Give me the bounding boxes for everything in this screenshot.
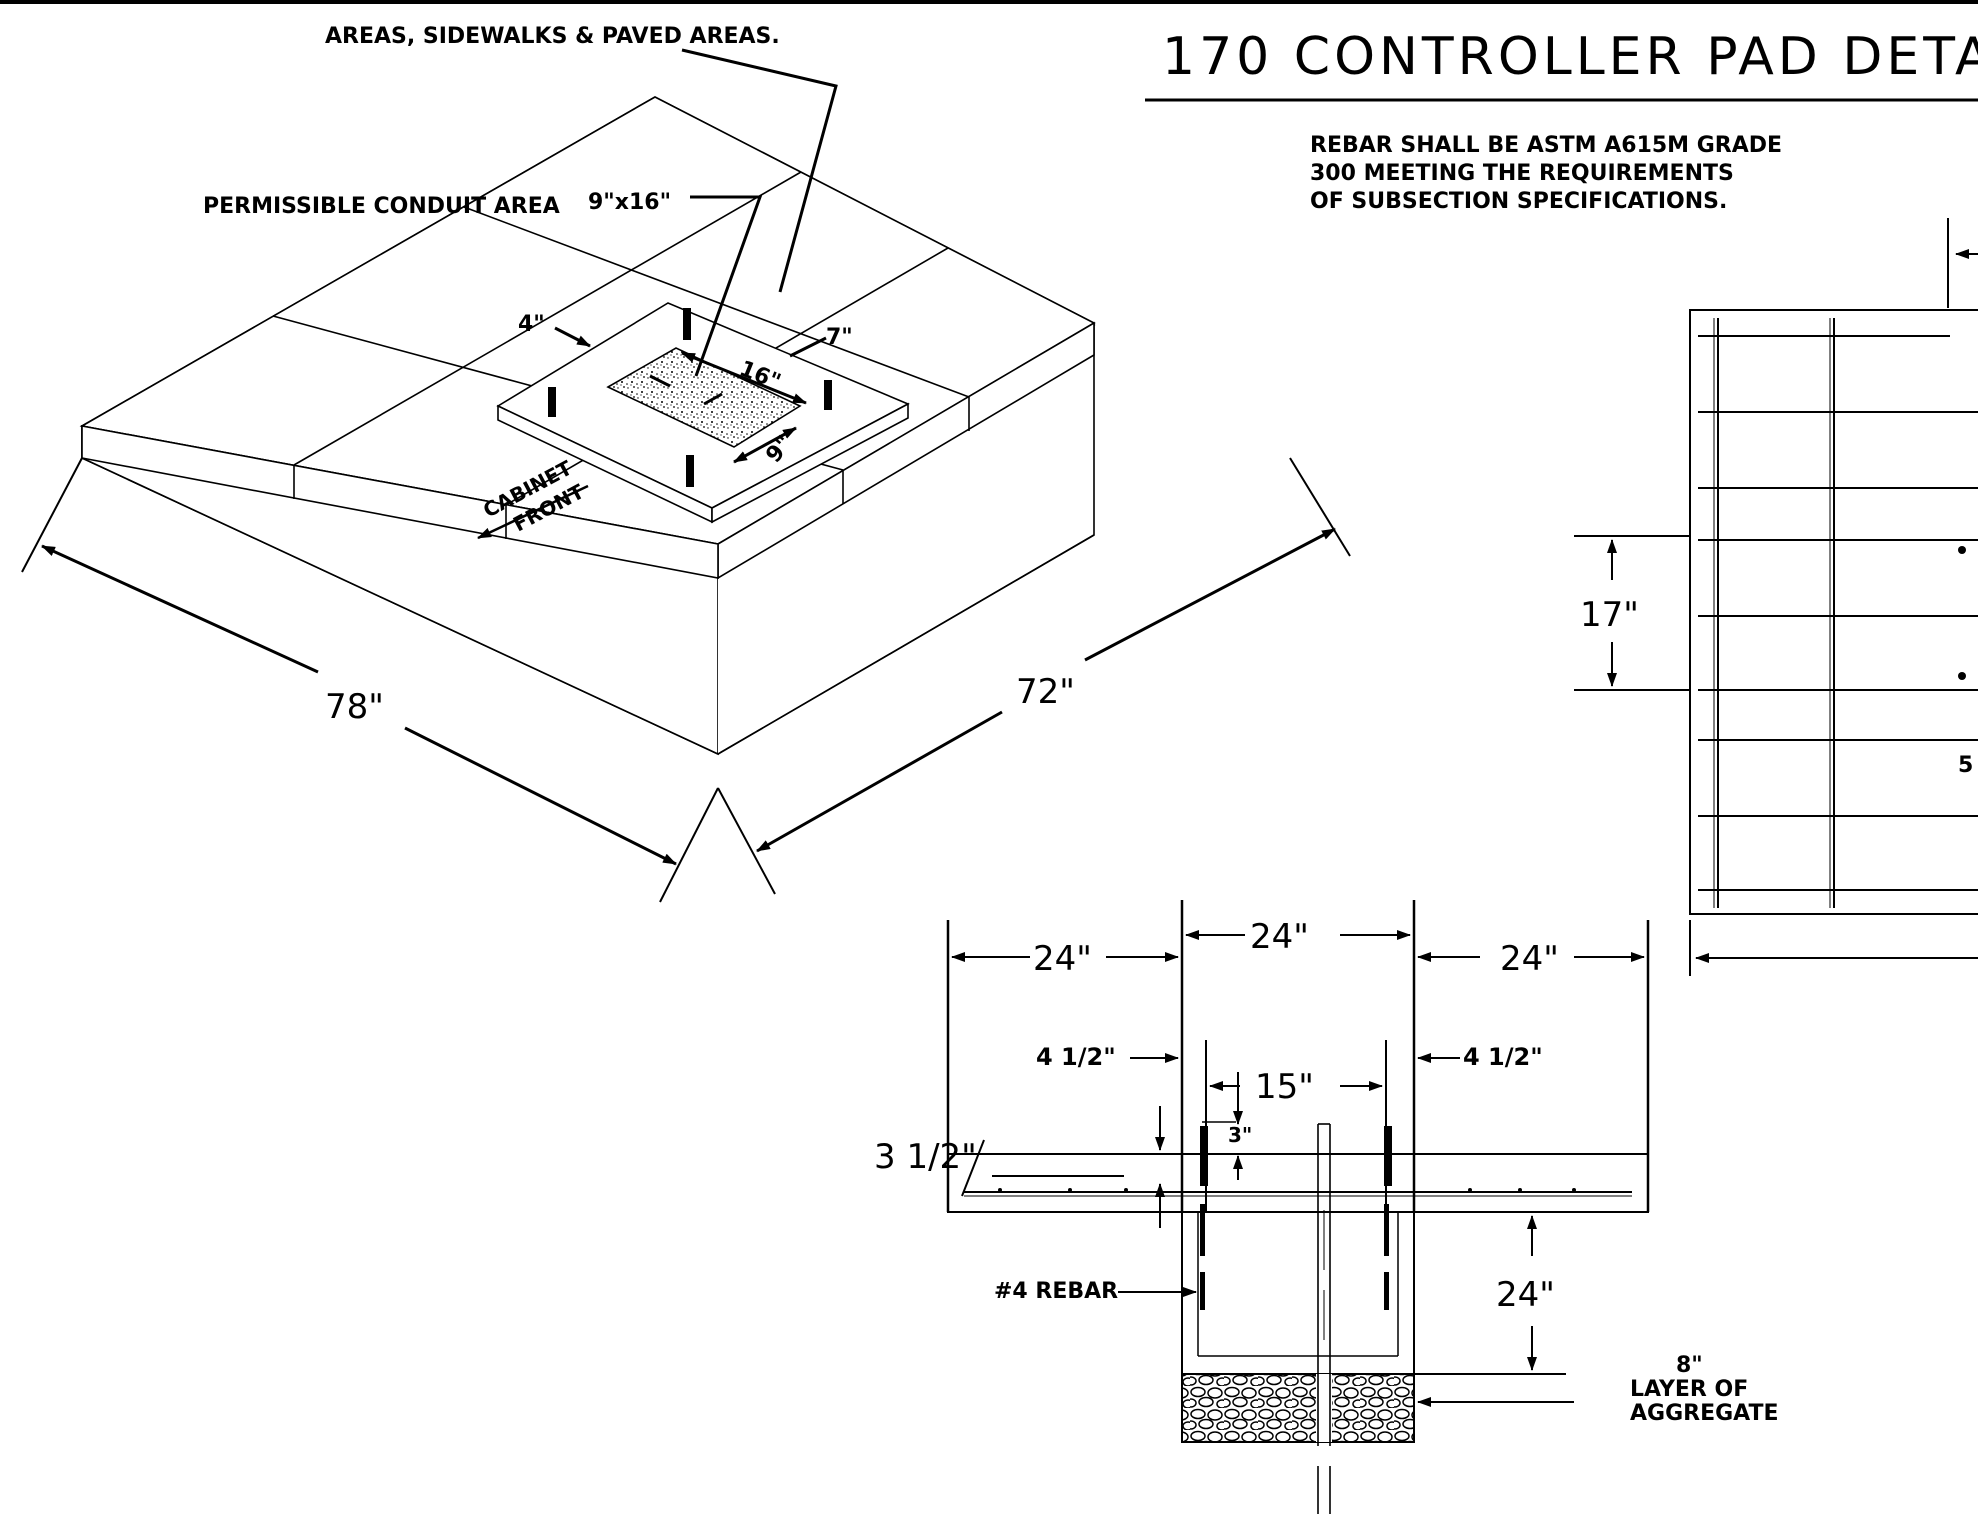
section-dim-4half-left: 4 1/2" — [1036, 1043, 1116, 1071]
plan-clip-5: 5 — [1958, 753, 1973, 778]
anchor-bolt — [686, 455, 694, 487]
conduit-area-label: PERMISSIBLE CONDUIT AREA — [203, 194, 560, 219]
plan-dim-17: 17" — [1580, 595, 1639, 635]
section-dim-3: 3" — [1228, 1123, 1252, 1147]
section-dim-24-mid: 24" — [1250, 917, 1309, 957]
dim-4-label: 4" — [518, 312, 545, 337]
aggregate-layer-label: LAYER OF — [1630, 1377, 1748, 1402]
dim-7-label: 7" — [826, 325, 853, 350]
section-dim-24-depth: 24" — [1496, 1275, 1555, 1315]
section-view: 24" 24" 24" 4 1/2" 4 1/2" 15" 3" 3 1/2" — [874, 900, 1779, 1514]
rebar-note-line-1: REBAR SHALL BE ASTM A615M GRADE — [1310, 133, 1782, 158]
cabinet-front-arrow — [477, 484, 589, 540]
section-dim-3half: 3 1/2" — [874, 1137, 977, 1177]
section-dim-15: 15" — [1255, 1067, 1314, 1107]
section-dim-24-right: 24" — [1500, 939, 1559, 979]
anchor-bolt — [548, 387, 556, 417]
anchor-bolt — [824, 380, 832, 410]
top-clip-note: AREAS, SIDEWALKS & PAVED AREAS. — [325, 24, 780, 49]
cabinet-base — [496, 302, 910, 524]
conduit-size-label: 9"x16" — [588, 190, 671, 215]
drawing-title: 170 CONTROLLER PAD DETAILS — [1162, 27, 1978, 87]
section-dim-24-left: 24" — [1033, 939, 1092, 979]
aggregate-word-label: AGGREGATE — [1630, 1401, 1779, 1426]
rebar-label: #4 REBAR — [994, 1279, 1118, 1304]
anchor-bolt — [683, 308, 691, 340]
dim-72-label: 72" — [1016, 672, 1075, 712]
paved-areas-leader — [681, 48, 838, 293]
plan-view: 17" 5 — [1574, 218, 1978, 976]
rebar-note-line-2: 300 MEETING THE REQUIREMENTS — [1310, 161, 1734, 186]
aggregate-layer — [1181, 1373, 1415, 1443]
conduit-leader — [690, 195, 763, 377]
dim-78-label: 78" — [325, 687, 384, 727]
aggregate-8-label: 8" — [1676, 1353, 1703, 1378]
section-dim-4half-right: 4 1/2" — [1463, 1043, 1543, 1071]
rebar-note-line-3: OF SUBSECTION SPECIFICATIONS. — [1310, 189, 1727, 214]
